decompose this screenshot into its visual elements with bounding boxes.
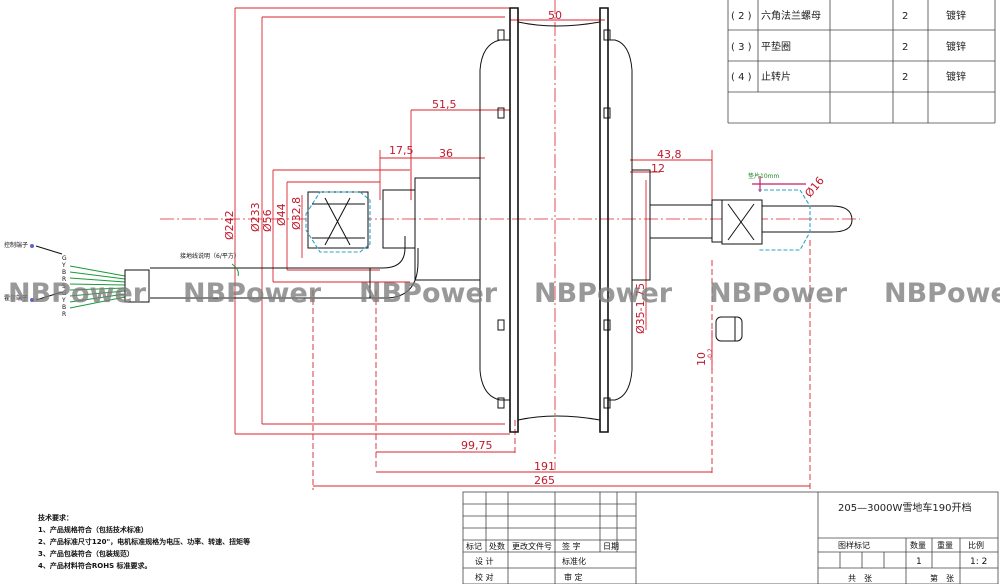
note-item: 4、产品材料符合ROHS 标准要求。	[38, 561, 152, 570]
wire-label: G	[62, 255, 67, 262]
motor-hub	[150, 7, 853, 433]
note-item: 1、产品规格符合（包括技术标准）	[38, 525, 148, 534]
dim-17-5: 17,5	[389, 144, 414, 157]
dim-99-75: 99,75	[461, 439, 493, 452]
watermark-row: NBPower NBPower NBPower NBPower NBPower …	[8, 278, 1000, 309]
connector-icon	[30, 244, 34, 248]
rev-header-date: 日期	[603, 542, 619, 551]
dim-phi32-8: Ø32,8	[290, 197, 303, 230]
wire-label: G	[62, 290, 67, 297]
dim-flat-tolerance: -0.2	[707, 348, 714, 360]
sheet-number: 第 张	[930, 573, 954, 583]
bearing-right	[721, 189, 811, 251]
bearing-left	[305, 191, 371, 253]
connector-icon	[30, 298, 34, 302]
total-sheets: 共 张	[848, 574, 872, 583]
dimension-lines	[160, 0, 860, 490]
rev-header-doc: 更改文件号	[512, 541, 552, 551]
row-finish: 镀锌	[946, 9, 966, 22]
row-qty: 2	[902, 11, 908, 22]
watermark-text: NBPower	[8, 278, 147, 309]
review-label: 审 定	[564, 572, 583, 582]
rev-header-mark: 标记	[466, 541, 482, 551]
watermark-text: NBPower	[534, 278, 673, 309]
hall-terminal-label: 霍尔端子	[4, 294, 28, 302]
row-no: ( 2 )	[731, 11, 752, 22]
control-terminal-label: 控制端子	[4, 241, 28, 249]
dim-50: 50	[548, 9, 562, 22]
row-no: ( 4 )	[731, 72, 752, 83]
dim-phi35: Ø35-1,75	[634, 283, 647, 334]
watermark-text: NBPower	[359, 278, 498, 309]
notes-title: 技术要求：	[38, 513, 73, 522]
design-label: 设 计	[475, 556, 494, 566]
dim-191: 191	[534, 460, 555, 473]
row-finish: 镀锌	[946, 40, 966, 53]
wire-label: B	[62, 304, 66, 311]
dim-phi16: Ø16	[802, 174, 827, 200]
dim-phi44: Ø44	[275, 203, 288, 226]
standard-label: 标准化	[562, 556, 586, 566]
row-name: 平垫圈	[761, 40, 791, 53]
row-no: ( 3 )	[731, 42, 752, 53]
technical-notes: 技术要求： 1、产品规格符合（包括技术标准） 2、产品标准尺寸120"，电机标准…	[38, 513, 250, 570]
dim-phi56: Ø56	[261, 209, 274, 232]
dim-flat-10: 10	[695, 352, 708, 366]
check-label: 校 对	[475, 572, 494, 582]
qty-header: 数量	[910, 540, 926, 550]
dim-43-8: 43,8	[657, 148, 682, 161]
product-title: 205—3000W雪地车190开档	[838, 501, 972, 514]
note-item: 3、产品包装符合（包装规范）	[38, 549, 134, 558]
title-block: 205—3000W雪地车190开档 标记 处数 更改文件号 签 字 日期 设 计…	[462, 491, 999, 584]
row-name: 六角法兰螺母	[761, 9, 821, 22]
scale-header: 比例	[968, 540, 984, 550]
wire-label: Y	[61, 297, 66, 304]
watermark-text: NBPower	[709, 278, 848, 309]
ground-cable-label: 接地线说明（6/平方）	[180, 252, 240, 260]
dim-36: 36	[439, 147, 453, 160]
dim-phi233: Ø233	[249, 202, 262, 232]
wire-label: R	[62, 311, 66, 318]
washer-bracket	[752, 176, 806, 192]
dim-phi242: Ø242	[223, 210, 236, 240]
wire-label: B	[62, 269, 66, 276]
qty-value: 1	[916, 557, 922, 567]
row-name: 止转片	[761, 70, 791, 83]
scale-value: 1: 2	[970, 557, 987, 567]
wire-label: Y	[61, 262, 66, 269]
rev-header-sign: 签 字	[562, 541, 581, 551]
weight-header: 重量	[937, 540, 953, 550]
wire-label: S	[62, 283, 66, 290]
wire-label: R	[62, 276, 66, 283]
row-qty: 2	[902, 42, 908, 53]
dim-12: 12	[651, 162, 665, 175]
watermark-text: NBPower	[183, 278, 322, 309]
wire-bundle	[30, 244, 239, 309]
dim-51-5: 51,5	[432, 98, 457, 111]
watermark-text: NBPower	[884, 278, 1000, 309]
parts-table: ( 2 ) 六角法兰螺母 2 镀锌 ( 3 ) 平垫圈 2 镀锌 ( 4 ) 止…	[727, 0, 996, 124]
dim-265: 265	[534, 474, 555, 487]
spacer-label: 垫片10mm	[748, 172, 779, 180]
rev-header-count: 处数	[489, 541, 505, 551]
note-item: 2、产品标准尺寸120"，电机标准规格为电压、功率、转速、扭矩等	[38, 537, 250, 546]
mark-header: 图样标记	[838, 540, 870, 550]
row-qty: 2	[902, 72, 908, 83]
wire-labels: G Y B R S G Y B R	[61, 255, 67, 318]
row-finish: 镀锌	[946, 70, 966, 83]
